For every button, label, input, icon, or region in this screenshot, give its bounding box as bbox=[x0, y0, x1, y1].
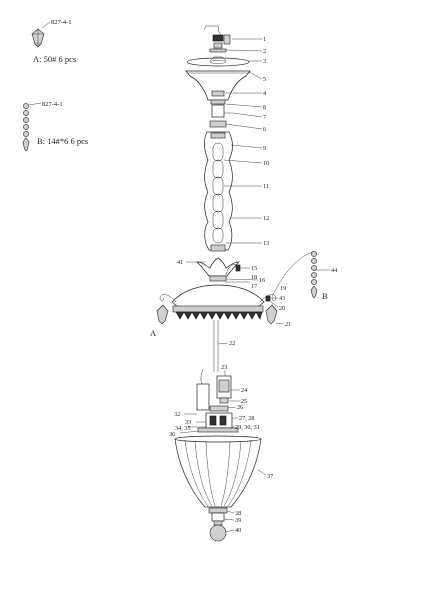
chandelier-assembly bbox=[156, 25, 318, 542]
part-number-27-28: 27, 28 bbox=[239, 415, 254, 422]
part-number-37: 37 bbox=[267, 473, 273, 480]
part-number-32: 32 bbox=[174, 411, 180, 418]
part-number-26: 26 bbox=[237, 404, 243, 411]
part-number-23: 23 bbox=[221, 364, 227, 371]
part-number-29-31: 29, 30, 31 bbox=[235, 424, 260, 431]
part-number-36: 36 bbox=[169, 431, 175, 438]
lower-bowl bbox=[171, 284, 265, 308]
part-number-15: 15 bbox=[251, 265, 257, 272]
part-number-6: 6 bbox=[263, 126, 266, 133]
legend-a-caption: A: 50# 6 pcs bbox=[33, 54, 76, 64]
part-number-3: 3 bbox=[263, 58, 266, 65]
callout-b: B bbox=[322, 291, 328, 301]
part-number-1: 1 bbox=[263, 36, 266, 43]
top-screw bbox=[223, 34, 231, 45]
part-number-13: 13 bbox=[263, 240, 269, 247]
legend-a: 827-4-1 A: 50# 6 pcs bbox=[31, 19, 76, 64]
part-number-34-35: 34, 35 bbox=[175, 425, 190, 432]
part-number-10: 10 bbox=[263, 160, 269, 167]
part-number-7: 7 bbox=[263, 114, 266, 121]
legend-b: 827-4-1 B: 14#*6 6 pcs bbox=[22, 101, 88, 152]
part-number-11: 11 bbox=[263, 183, 269, 190]
part-number-21: 21 bbox=[285, 321, 291, 328]
part-number-41: 41 bbox=[177, 259, 183, 266]
part-number-16: 16 bbox=[259, 277, 265, 284]
finial-ball bbox=[209, 524, 227, 542]
candle-bulb bbox=[200, 368, 204, 385]
part-number-25: 25 bbox=[241, 398, 247, 405]
glass-bowl bbox=[174, 438, 262, 508]
part-number-40: 40 bbox=[235, 527, 241, 534]
top-nut bbox=[212, 34, 224, 42]
part-number-labels: 1 2 3 5 4 8 7 6 9 10 11 12 13 41 15 16 1… bbox=[169, 36, 337, 534]
part-number-24: 24 bbox=[241, 387, 247, 394]
crystal-tube bbox=[204, 131, 233, 251]
part-number-12: 12 bbox=[263, 215, 269, 222]
prism-fringe bbox=[175, 311, 263, 320]
part-number-17: 17 bbox=[251, 283, 257, 290]
mounting-plate bbox=[186, 57, 250, 67]
part-number-18: 18 bbox=[251, 274, 257, 281]
legend-a-code: 827-4-1 bbox=[51, 19, 72, 26]
hook bbox=[203, 25, 223, 37]
bead-chain-icon bbox=[22, 103, 30, 152]
part-number-20: 20 bbox=[279, 305, 285, 312]
legend-b-code: 827-4-1 bbox=[42, 101, 63, 108]
leaf-cup bbox=[196, 257, 240, 277]
part-number-38: 38 bbox=[235, 510, 241, 517]
canopy bbox=[185, 70, 251, 101]
legend-b-caption: B: 14#*6 6 pcs bbox=[37, 136, 88, 146]
crystal-left bbox=[156, 304, 169, 325]
part-number-22: 22 bbox=[229, 340, 235, 347]
part-number-19: 19 bbox=[280, 285, 286, 292]
callout-a: A bbox=[150, 328, 157, 338]
part-number-9: 9 bbox=[263, 145, 266, 152]
part-number-39: 39 bbox=[235, 517, 241, 524]
part-number-4: 4 bbox=[263, 90, 266, 97]
part-number-8: 8 bbox=[263, 104, 266, 111]
leader-lines bbox=[179, 38, 330, 533]
inner-chain bbox=[212, 142, 224, 244]
crystal-right bbox=[265, 304, 278, 325]
part-number-44: 44 bbox=[331, 267, 337, 274]
part-number-2: 2 bbox=[263, 48, 266, 55]
part-number-33: 33 bbox=[185, 419, 191, 426]
bead-chain-right bbox=[310, 251, 318, 299]
part-number-5: 5 bbox=[263, 76, 266, 83]
part-number-43: 43 bbox=[279, 295, 285, 302]
